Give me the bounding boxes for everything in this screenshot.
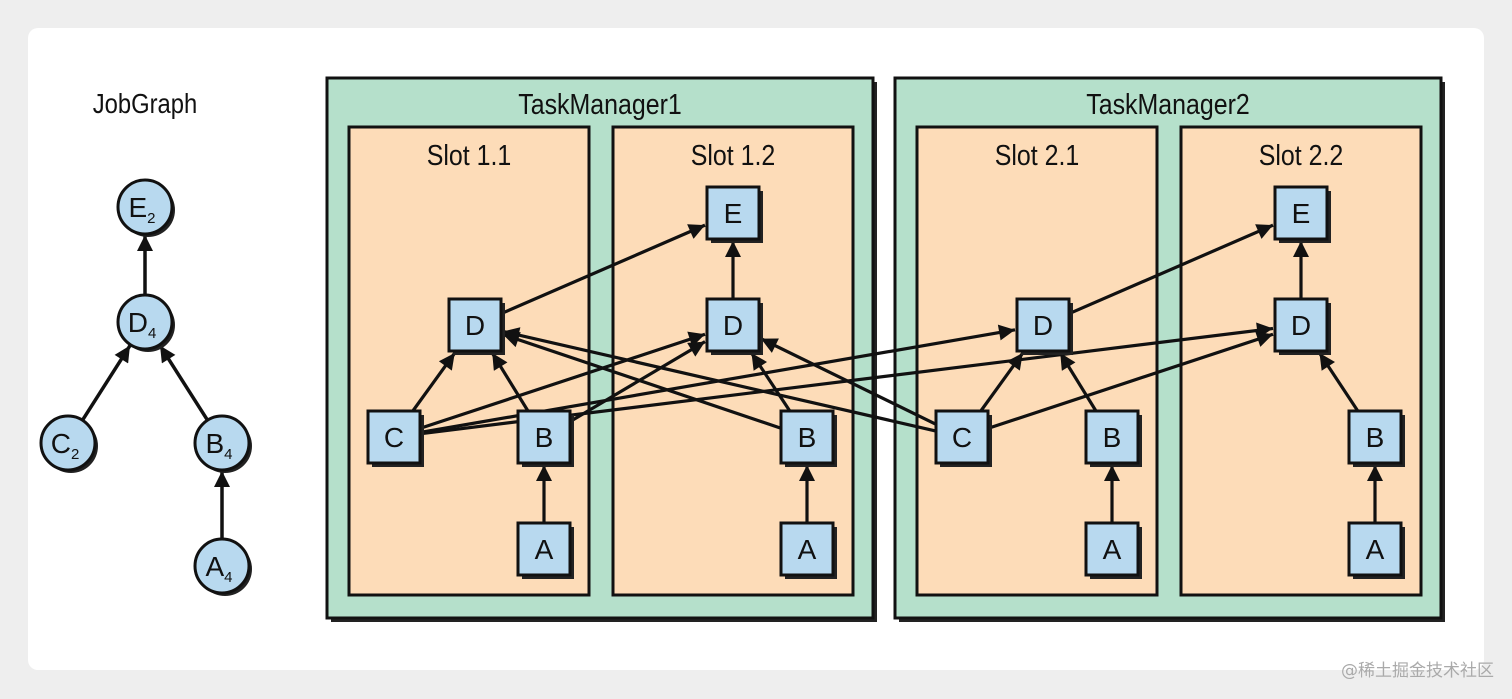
task-label: B [535,422,554,453]
task-E-slot-1-2: E [705,185,763,243]
jobgraph-title: JobGraph [93,87,197,119]
jobgraph-node-B: B4 [193,414,252,473]
task-label: B [1103,422,1122,453]
task-label: A [1103,534,1122,565]
task-label: C [384,422,404,453]
edge-s21_B-to-s21_D [1058,352,1098,412]
task-label: A [798,534,817,565]
task-label: D [1291,310,1311,341]
task-A-slot-2-2: A [1347,521,1405,579]
slot-2-1: Slot 2.1 [915,125,1159,597]
jobgraph-node-E: E2 [116,178,175,237]
edge-s11_B-to-s11_D [490,352,530,412]
jobgraph-node-A: A4 [193,537,252,596]
parallelism-subscript: 4 [148,325,156,342]
task-label: E [1292,198,1311,229]
task-label: D [1033,310,1053,341]
task-E-slot-2-2: E [1273,185,1331,243]
task-A-slot-1-2: A [779,521,837,579]
edge-s21_C-to-s21_D [979,352,1025,412]
edge-s21_C-to-s11_D [502,327,937,433]
edge-s12_B-to-s11_D [502,331,782,430]
edge-s11_D-to-s12_E [500,223,706,316]
jobgraph-edge-C-D [81,344,132,422]
jobgraph-node-C: C2 [39,414,98,473]
task-D-slot-2-1: D [1015,297,1073,355]
slot-title: Slot 1.1 [427,139,512,171]
watermark: @稀土掘金技术社区 [1341,661,1494,681]
edge-s21_D-to-s22_E [1068,223,1274,316]
task-label: E [724,198,743,229]
parallelism-subscript: 2 [71,446,79,463]
jobgraph-node-label: C2 [51,428,80,463]
jobgraph-edge-B-D [158,344,209,422]
edge-s21_C-to-s12_D [760,337,937,426]
slot-title: Slot 1.2 [691,139,776,171]
parallelism-subscript: 4 [224,569,232,586]
task-label: B [798,422,817,453]
slot-title: Slot 2.2 [1259,139,1344,171]
task-B-slot-2-1: B [1084,409,1142,467]
edge-s11_C-to-s11_D [411,352,457,412]
task-label: D [723,310,743,341]
task-label: C [952,422,972,453]
edge-s21_C-to-s22_D [987,331,1274,430]
task-label: B [1366,422,1385,453]
task-B-slot-1-1: B [516,409,574,467]
task-label: A [535,534,554,565]
edge-s11_C-to-s12_D [419,331,706,430]
taskmanager-title: TaskManager1 [518,88,682,120]
parallelism-subscript: 4 [224,446,232,463]
task-D-slot-1-1: D [447,297,505,355]
task-label: D [465,310,485,341]
parallelism-subscript: 2 [147,210,155,227]
edge-s11_B-to-s12_D [569,340,706,423]
task-C-slot-2-1: C [934,409,992,467]
task-A-slot-1-1: A [516,521,574,579]
task-D-slot-2-2: D [1273,297,1331,355]
slot-title: Slot 2.1 [995,139,1080,171]
task-nodes: D C B A E D B A D C B A E D B A [366,185,1405,579]
task-C-slot-1-1: C [366,409,424,467]
edge-s22_B-to-s22_D [1318,352,1360,412]
task-B-slot-2-2: B [1347,409,1405,467]
task-label: A [1366,534,1385,565]
slot-1-1: Slot 1.1 [347,125,591,597]
edge-s12_B-to-s12_D [750,352,792,412]
jobgraph-node-D: D4 [116,293,175,352]
task-B-slot-1-2: B [779,409,837,467]
task-D-slot-1-2: D [705,297,763,355]
task-A-slot-2-1: A [1084,521,1142,579]
taskmanager-title: TaskManager2 [1086,88,1250,120]
